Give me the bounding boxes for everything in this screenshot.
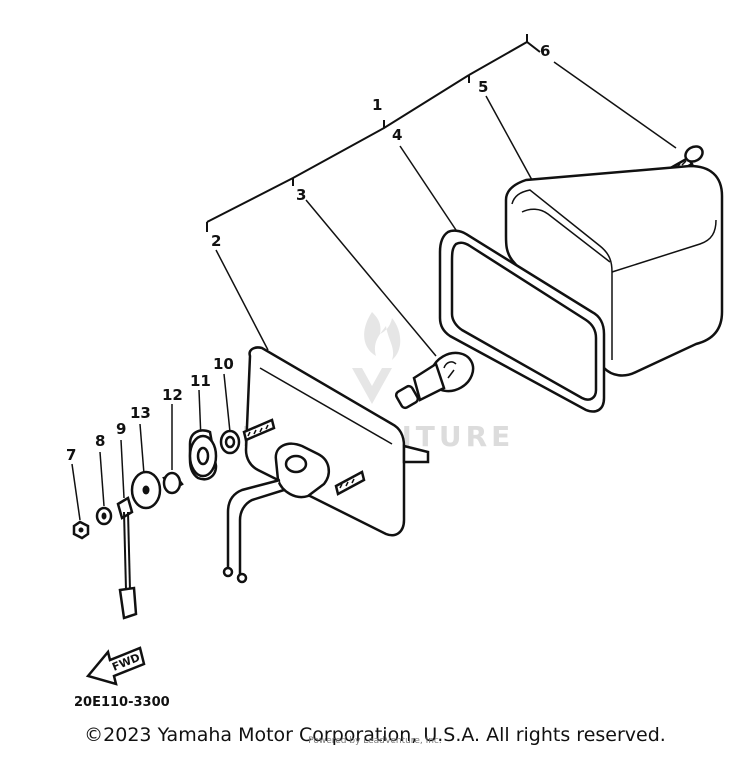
fwd-direction-arrow: FWD: [85, 646, 146, 686]
base-plate-part-2: [222, 346, 430, 584]
copyright-notice: ©2023 Yamaha Motor Corporation, U.S.A. A…: [84, 724, 666, 746]
grommet-part-11: [188, 429, 218, 481]
gasket-part-4: [438, 229, 606, 413]
callout-10: 10: [213, 355, 234, 373]
callout-7: 7: [66, 446, 76, 464]
flame-logo-icon: [364, 312, 401, 360]
callout-12: 12: [162, 386, 183, 404]
washer-part-10: [219, 429, 241, 455]
flat-washer-part-13: [130, 470, 162, 510]
diagram-part-code: 20E110-3300: [74, 695, 170, 710]
callout-13: 13: [130, 404, 151, 422]
lock-washer-part-8: [95, 506, 113, 526]
nut-part-7: [72, 520, 90, 540]
callout-2: 2: [211, 232, 221, 250]
v-logo-icon: [352, 368, 392, 404]
bulb-part-3: [394, 351, 475, 410]
callout-4: 4: [392, 126, 402, 144]
callout-1: 1: [372, 96, 382, 114]
collar-part-12: [162, 471, 184, 495]
callout-6: 6: [540, 42, 550, 60]
callout-labels: 1 2 3 4 5 6 7 8 9 13 12 11 10: [66, 42, 550, 464]
lens-cover-part-5: [504, 164, 724, 377]
callout-5: 5: [478, 78, 488, 96]
callout-3: 3: [296, 186, 306, 204]
callout-9: 9: [116, 420, 126, 438]
bolt-part-9: [116, 496, 138, 620]
powered-by-text: Powered by LeadVenture, Inc.: [308, 736, 442, 746]
callout-8: 8: [95, 432, 105, 450]
callout-11: 11: [190, 372, 211, 390]
